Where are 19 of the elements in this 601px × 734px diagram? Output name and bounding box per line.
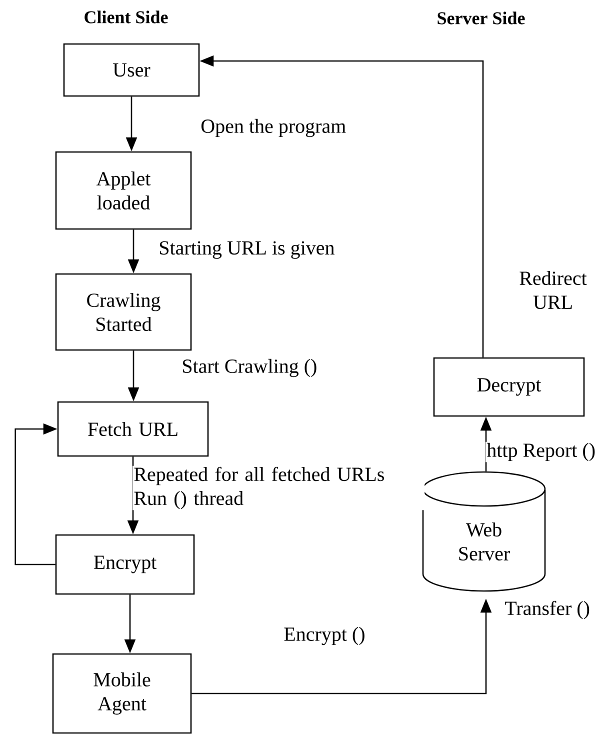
node-label: Web Server bbox=[459, 522, 510, 561]
column-heading: Client Side bbox=[84, 10, 168, 24]
edge-label: Repeated for all fetched URLs Run () thread bbox=[132, 466, 425, 510]
process-box: Applet loaded bbox=[55, 151, 192, 230]
edge-label: Open the program bbox=[200, 118, 348, 138]
process-box: Crawling Started bbox=[55, 273, 192, 351]
process-box: User bbox=[63, 43, 200, 97]
edge-label: Starting URL is given bbox=[158, 240, 336, 260]
process-box: Decrypt bbox=[433, 357, 585, 417]
edge-label: Redirect URL bbox=[512, 270, 594, 310]
process-box: Mobile Agent bbox=[52, 653, 192, 734]
text-label: Transfer () bbox=[505, 600, 590, 620]
database-cylinder: Web Server bbox=[422, 471, 546, 592]
edge-label: Encrypt () bbox=[282, 626, 366, 646]
edge-label: http Report () bbox=[486, 442, 597, 462]
process-box: Fetch URL bbox=[57, 401, 209, 457]
process-box: Encrypt bbox=[55, 534, 195, 595]
edge-label: Start Crawling () bbox=[180, 358, 318, 378]
column-heading: Server Side bbox=[438, 12, 525, 24]
